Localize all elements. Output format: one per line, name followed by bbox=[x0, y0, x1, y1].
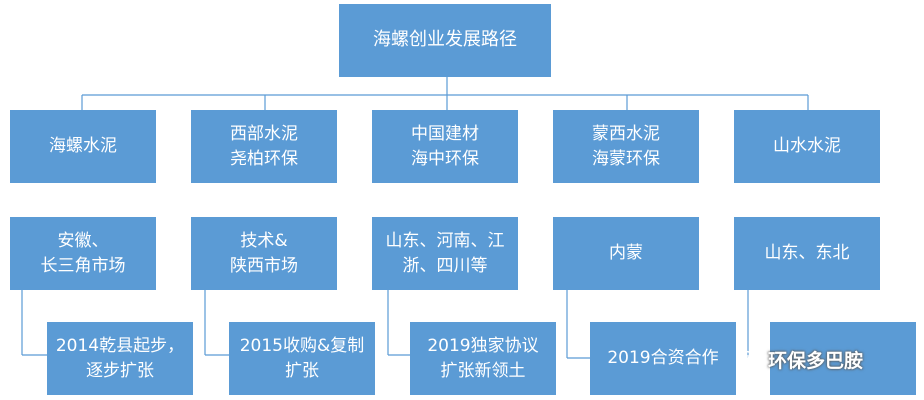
market-node: 山东、河南、江 浙、四川等 bbox=[372, 217, 518, 290]
market-text: 内蒙 bbox=[609, 243, 643, 264]
market-text: 技术& bbox=[240, 230, 288, 251]
milestone-node: 2015收购&复制 扩张 bbox=[229, 322, 375, 395]
subsidiary-name: 海中环保 bbox=[411, 148, 479, 169]
company-name: 西部水泥 bbox=[230, 123, 298, 144]
company-node-zhongguo-jiancai: 中国建材 海中环保 bbox=[372, 110, 518, 183]
milestone-node-partial bbox=[770, 322, 916, 395]
company-name: 蒙西水泥 bbox=[592, 123, 660, 144]
company-node-mengxi: 蒙西水泥 海蒙环保 bbox=[553, 110, 699, 183]
company-name: 海螺水泥 bbox=[49, 136, 117, 157]
market-text: 陕西市场 bbox=[230, 255, 298, 276]
root-node: 海螺创业发展路径 bbox=[339, 4, 551, 77]
market-text: 长三角市场 bbox=[40, 255, 126, 276]
milestone-text: 2014乾县起步， bbox=[55, 335, 185, 356]
milestone-text: 2019独家协议 bbox=[427, 335, 539, 356]
market-node: 技术& 陕西市场 bbox=[191, 217, 337, 290]
market-node: 山东、东北 bbox=[734, 217, 880, 290]
market-text: 山东、东北 bbox=[764, 243, 850, 264]
milestone-text: 逐步扩张 bbox=[86, 360, 154, 381]
company-node-shanshui: 山水水泥 bbox=[734, 110, 880, 183]
market-node: 安徽、 长三角市场 bbox=[10, 217, 156, 290]
company-name: 中国建材 bbox=[411, 123, 479, 144]
market-node: 内蒙 bbox=[553, 217, 699, 290]
wechat-icon bbox=[738, 350, 760, 367]
market-text: 浙、四川等 bbox=[402, 255, 488, 276]
milestone-text: 扩张新领土 bbox=[440, 360, 526, 381]
watermark: 环保多巴胺 bbox=[738, 336, 924, 382]
milestone-text: 2015收购&复制 bbox=[239, 335, 365, 356]
milestone-node: 2014乾县起步， 逐步扩张 bbox=[47, 322, 193, 395]
company-name: 山水水泥 bbox=[773, 136, 841, 157]
milestone-node: 2019独家协议 扩张新领土 bbox=[410, 322, 556, 395]
subsidiary-name: 海蒙环保 bbox=[592, 148, 660, 169]
market-text: 安徽、 bbox=[57, 230, 109, 251]
milestone-text: 2019合资合作 bbox=[607, 348, 719, 369]
subsidiary-name: 尧柏环保 bbox=[230, 148, 298, 169]
watermark-text: 环保多巴胺 bbox=[768, 349, 864, 372]
company-node-xibu: 西部水泥 尧柏环保 bbox=[191, 110, 337, 183]
milestone-text: 扩张 bbox=[285, 360, 319, 381]
market-text: 山东、河南、江 bbox=[385, 230, 505, 251]
company-node-hailuo: 海螺水泥 bbox=[10, 110, 156, 183]
milestone-node: 2019合资合作 bbox=[590, 322, 736, 395]
root-title: 海螺创业发展路径 bbox=[373, 29, 517, 51]
